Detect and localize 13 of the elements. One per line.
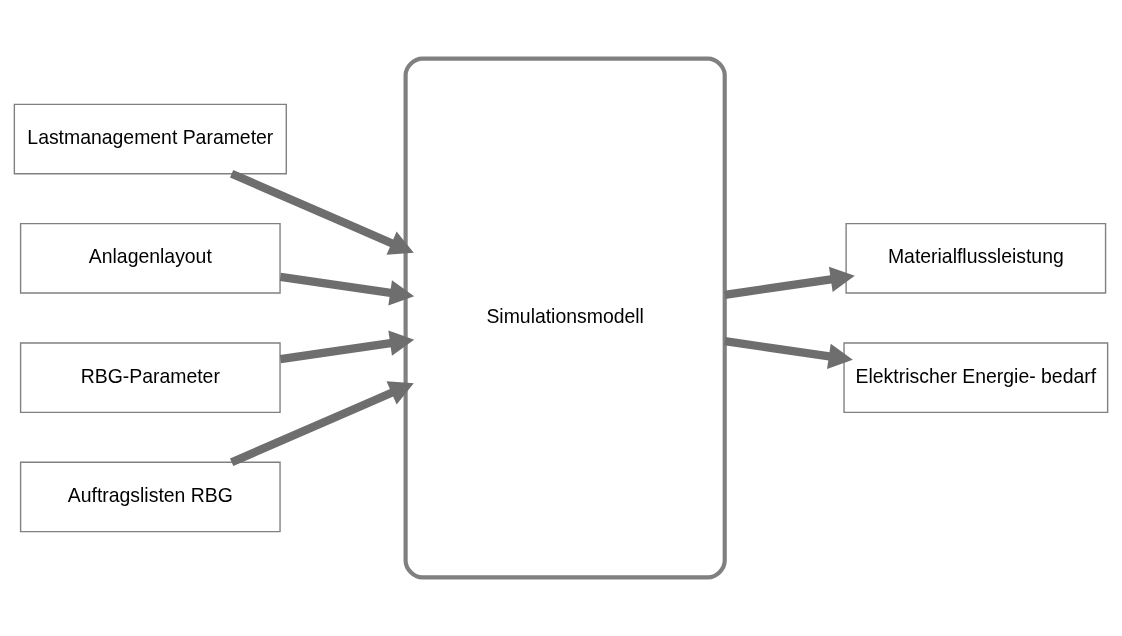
node-box: Simulationsmodell: [403, 56, 727, 580]
arrow: [279, 272, 415, 306]
arrow: [230, 381, 414, 467]
arrow: [724, 266, 855, 299]
node-box: Materialflussleistung: [845, 222, 1107, 294]
arrow: [230, 169, 414, 255]
node-box: Lastmanagement Parameter: [13, 103, 287, 175]
arrow: [724, 337, 853, 369]
node-box: Auftragslisten RBG: [19, 461, 281, 533]
node-box: Elektrischer Energie- bedarf: [843, 342, 1109, 414]
node-box: Anlagenlayout: [19, 222, 281, 294]
node-box: RBG-Parameter: [19, 342, 281, 414]
arrow: [279, 330, 415, 364]
